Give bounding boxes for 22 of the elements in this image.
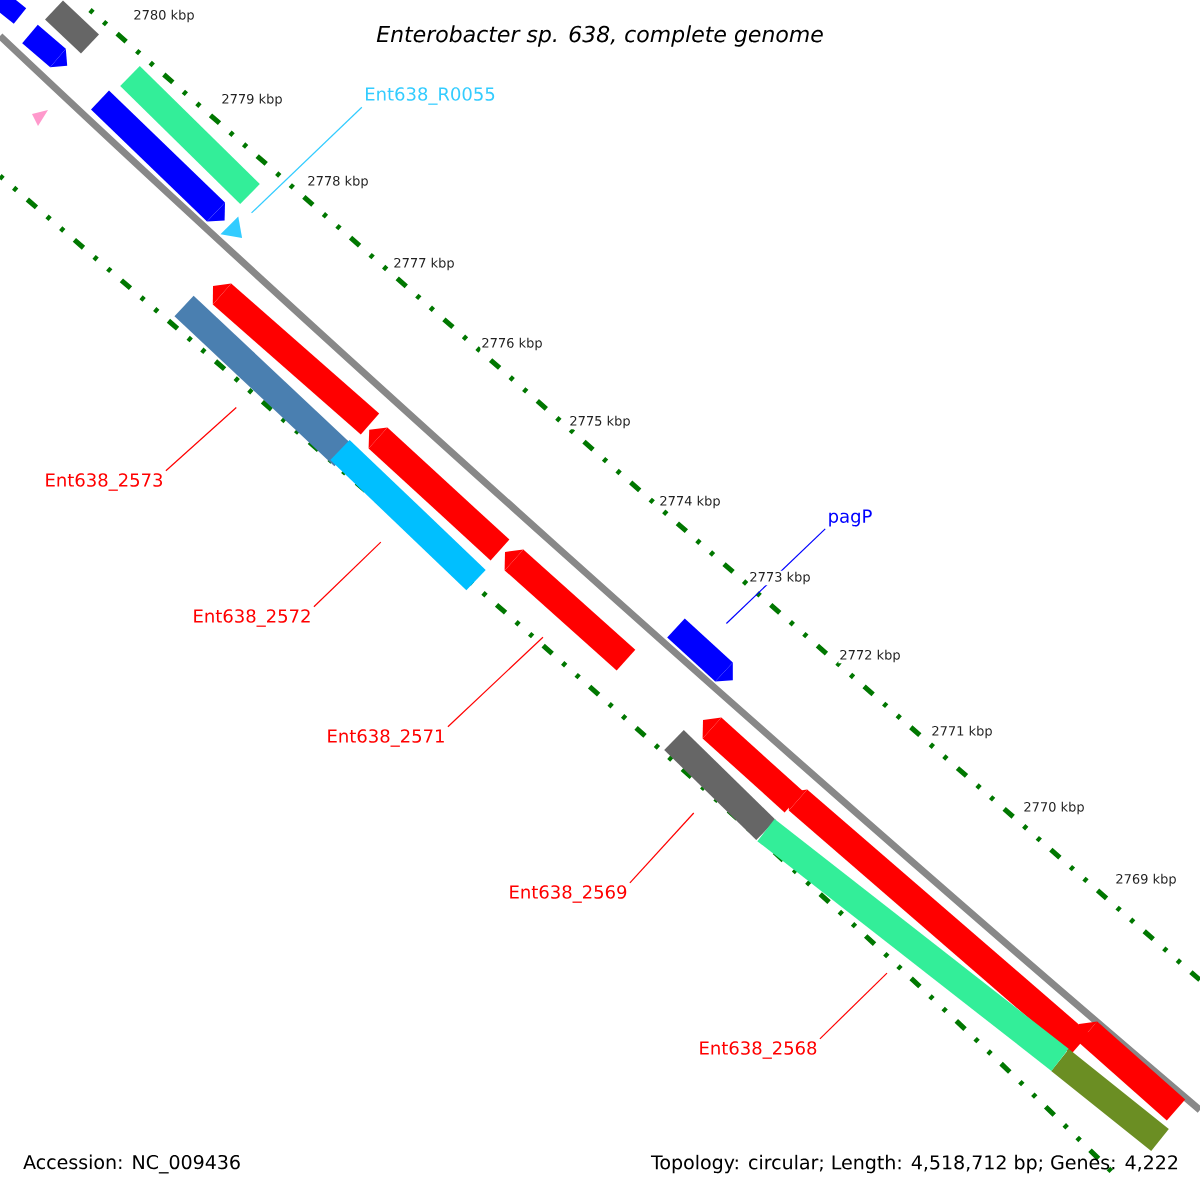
gene-block: [664, 729, 776, 841]
leader-line: [313, 541, 382, 608]
gene-label: Ent638_2571: [328, 729, 444, 747]
gene-label: pagP: [829, 509, 872, 527]
leader-line: [165, 406, 237, 472]
gene-block: [504, 549, 636, 671]
gene-block: [174, 295, 354, 467]
footer-text: Accession: NC_009436: [23, 1154, 240, 1174]
title: Enterobacter sp. 638, complete genome: [376, 25, 823, 47]
gene-triangle: [220, 216, 243, 239]
gene-label: Ent638_R0055: [366, 87, 495, 105]
leader-line: [629, 812, 695, 884]
leader-line: [819, 972, 888, 1040]
gene-label: Ent638_2572: [194, 609, 310, 627]
gene-block: [667, 618, 733, 682]
leader-line: [447, 636, 544, 728]
gene-label: Ent638_2569: [510, 885, 627, 903]
leader-line: [250, 106, 363, 214]
gene-label: Ent638_2568: [700, 1041, 817, 1059]
gene-block: [330, 439, 486, 591]
footer-text: Topology: circular; Length: 4,518,712 bp; Genes: 4,222: [650, 1154, 1178, 1174]
gene-label: Ent638_2573: [46, 473, 163, 491]
